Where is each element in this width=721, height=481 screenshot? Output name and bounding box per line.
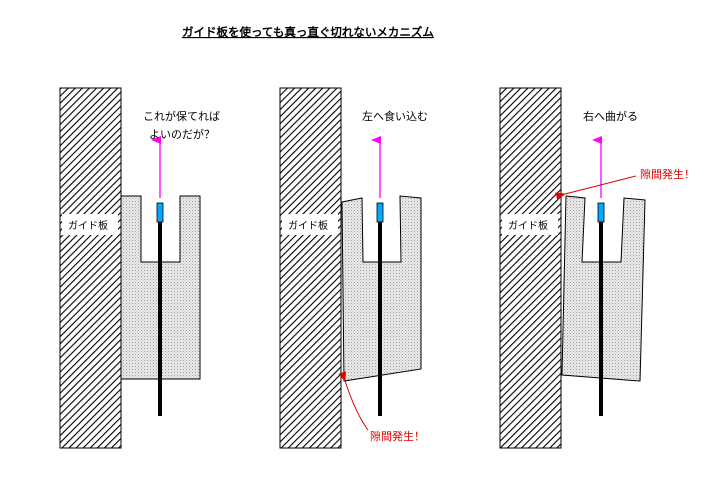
guide-label-bg: [282, 214, 338, 235]
guide-board: [279, 87, 342, 449]
panel-caption: 右へ曲がる: [583, 109, 638, 123]
guide-label: ガイド板: [68, 219, 108, 232]
gap-note: 隙間発生！: [640, 167, 695, 181]
gap-pointer: [338, 371, 369, 431]
guide-board: [499, 87, 562, 449]
workpiece-block: [561, 195, 646, 382]
panel-1: ガイド板 これが保てれば よいのだが？: [59, 87, 220, 449]
blade-tip: [156, 202, 164, 223]
guide-label-bg: [502, 214, 558, 235]
blade-tip: [597, 202, 605, 223]
guide-label: ガイド板: [288, 219, 328, 232]
gap-note: 隙間発生！: [370, 429, 425, 443]
blade-tip: [376, 202, 384, 223]
guide-label: ガイド板: [508, 219, 548, 232]
gap-pointer: [555, 175, 637, 201]
guide-label-bg: [62, 214, 118, 235]
diagram-title: ガイド板を使っても真っ直ぐ切れないメカニズム: [182, 25, 434, 39]
guide-board: [59, 87, 122, 449]
panel-caption: 左へ食い込む: [362, 109, 428, 123]
panel-caption: これが保てれば: [143, 109, 220, 123]
panel-2: ガイド板 左へ食い込む 隙間発生！: [279, 87, 428, 449]
panel-caption: よいのだが？: [149, 127, 215, 141]
panel-3: ガイド板 右へ曲がる 隙間発生！: [499, 87, 695, 449]
